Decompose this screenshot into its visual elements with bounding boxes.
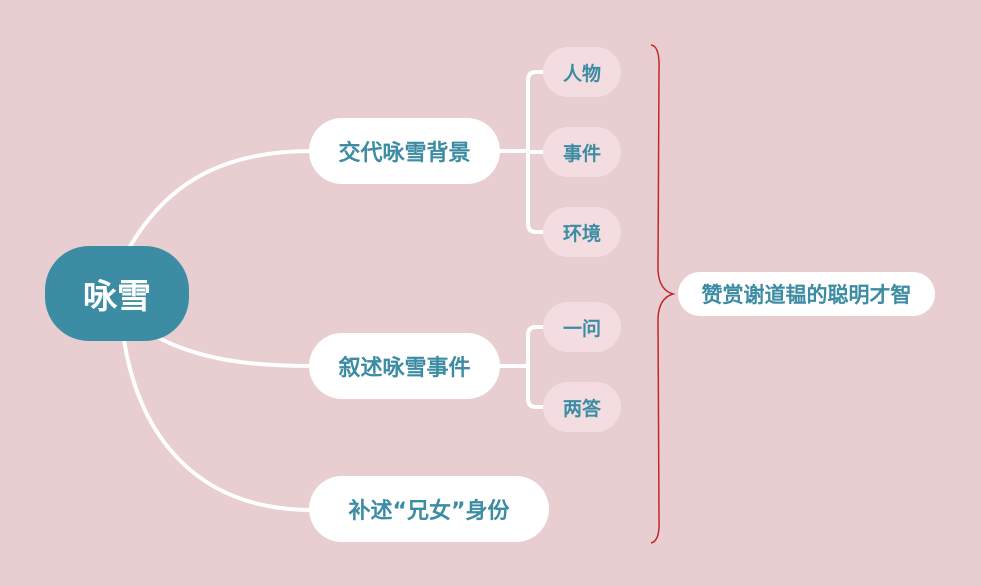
leaf-node-environment[interactable]: 环境 <box>543 207 621 257</box>
branch-node-background[interactable]: 交代咏雪背景 <box>309 118 500 184</box>
summary-node[interactable]: 赞赏谢道韫的聪明才智 <box>678 272 935 316</box>
leaf-node-answers[interactable]: 两答 <box>543 382 621 432</box>
leaf-node-characters[interactable]: 人物 <box>543 47 621 97</box>
connector-root-branch-2 <box>154 334 313 368</box>
leaf-label: 两答 <box>562 397 601 420</box>
summary-label: 赞赏谢道韫的聪明才智 <box>701 283 912 307</box>
leaf-label: 事件 <box>562 142 601 165</box>
branch-node-identity[interactable]: 补述“兄女”身份 <box>309 476 549 542</box>
branch-label: 叙述咏雪事件 <box>338 356 471 381</box>
leaf-label: 人物 <box>562 62 601 85</box>
root-label: 咏雪 <box>83 277 151 317</box>
branch-label: 交代咏雪背景 <box>338 141 471 166</box>
connector-branch-2-leaves <box>498 325 545 409</box>
leaf-node-question[interactable]: 一问 <box>543 302 621 352</box>
branch-label: 补述“兄女”身份 <box>348 499 510 524</box>
root-node[interactable]: 咏雪 <box>45 246 189 341</box>
connector-root-branch-1 <box>126 149 313 251</box>
leaf-node-event[interactable]: 事件 <box>543 127 621 177</box>
connector-branch-1-leaves <box>498 70 545 234</box>
leaf-label: 环境 <box>562 222 601 245</box>
connector-root-branch-3 <box>122 339 313 512</box>
leaf-label: 一问 <box>562 317 601 340</box>
summary-brace <box>650 44 676 544</box>
branch-node-event[interactable]: 叙述咏雪事件 <box>309 333 500 399</box>
